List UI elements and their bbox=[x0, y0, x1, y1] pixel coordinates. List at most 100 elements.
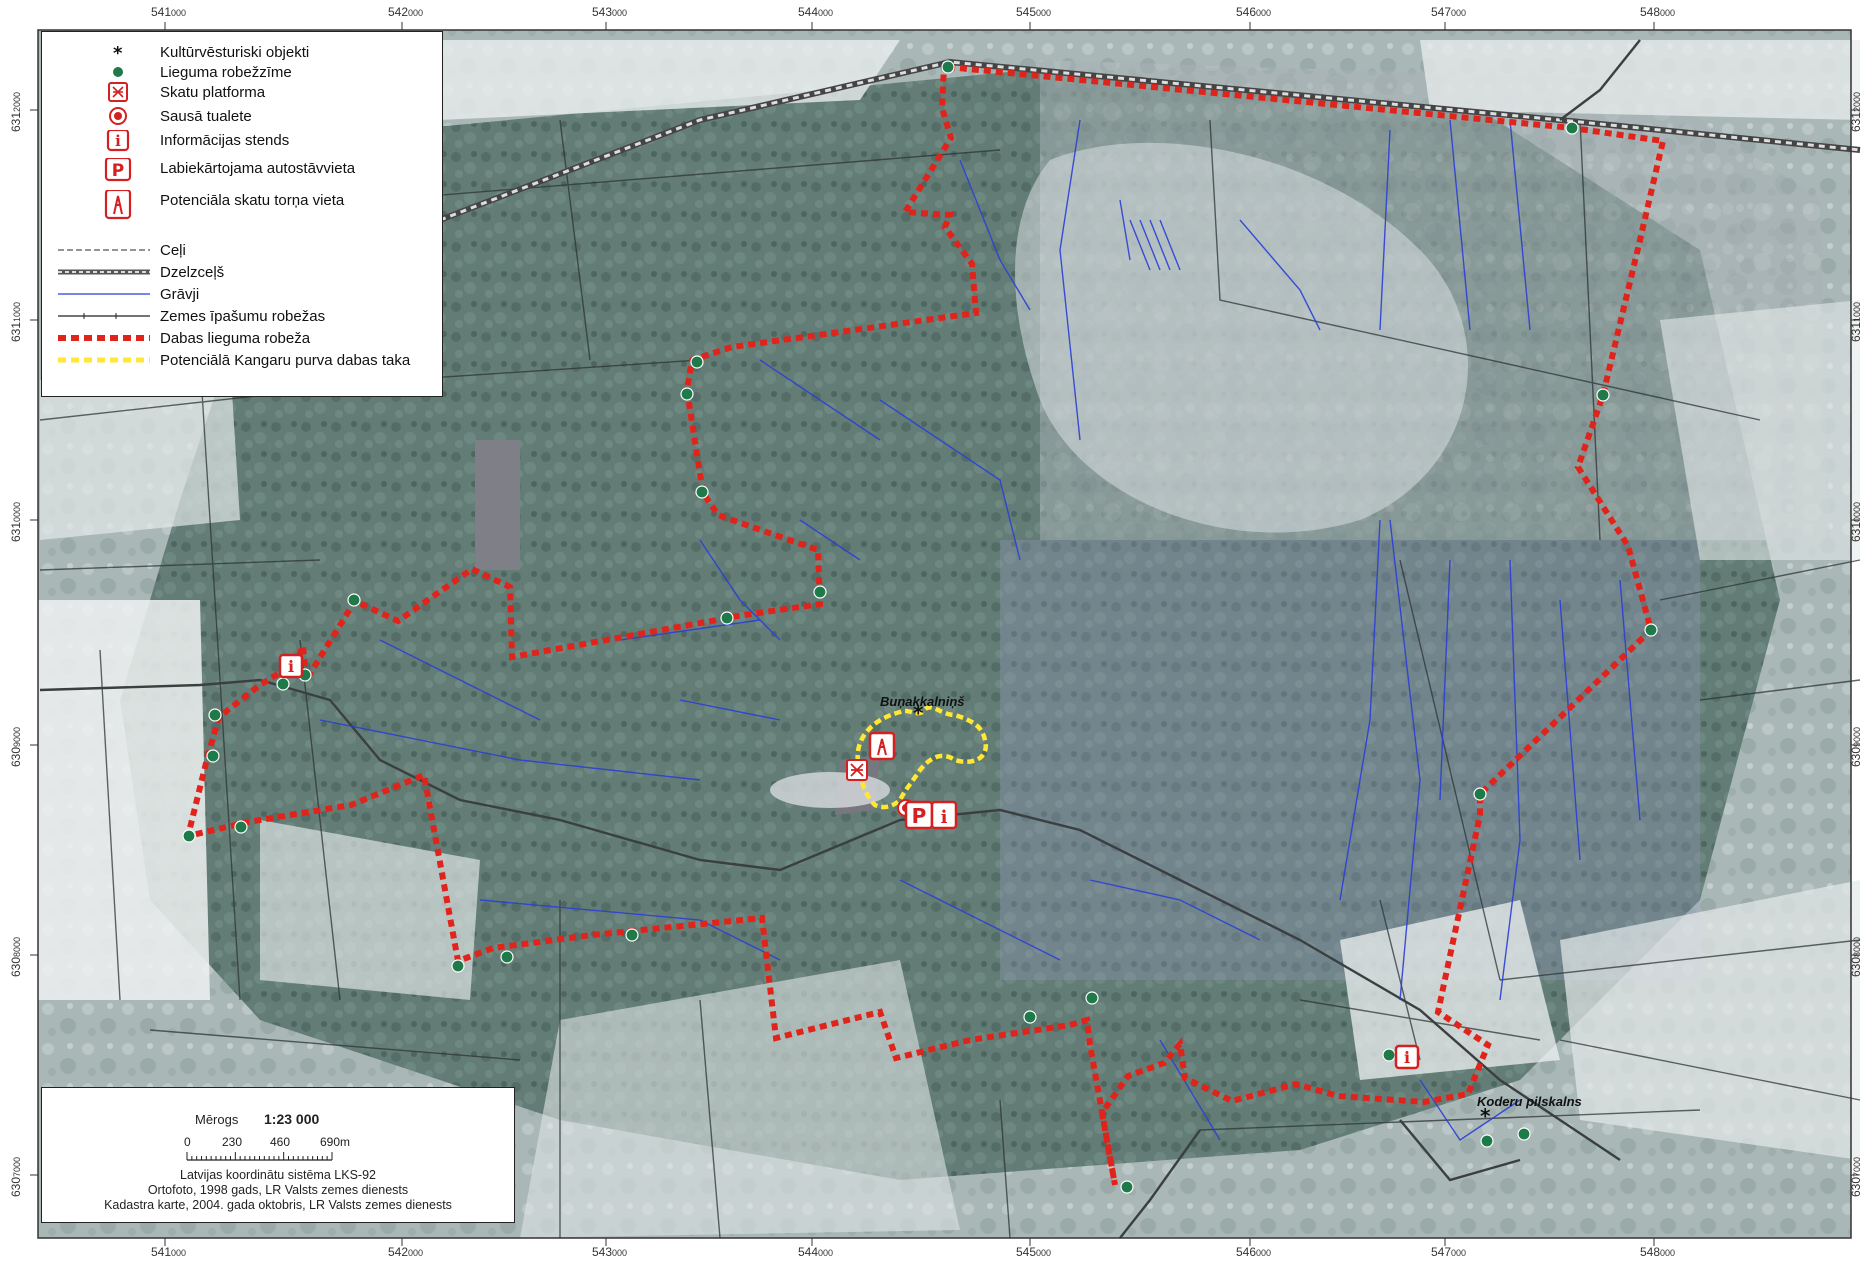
y-tick-label: 6311000 bbox=[1849, 302, 1863, 342]
y-tick-label: 6309000 bbox=[9, 727, 23, 767]
x-tick-label: 546000 bbox=[1236, 1245, 1271, 1259]
y-tick-label: 6308000 bbox=[1849, 937, 1863, 977]
x-tick-label: 545000 bbox=[1016, 5, 1051, 19]
credit-line: Ortofoto, 1998 gads, LR Valsts zemes die… bbox=[147, 1183, 409, 1197]
scale-tick-label: 0 bbox=[184, 1135, 191, 1149]
y-axis-right: 6312000 6311000 6310000 6309000 6308000 63070… bbox=[1849, 92, 1863, 1197]
legend-item-platform: Skatu platforma bbox=[42, 82, 442, 102]
parking-icon: P bbox=[54, 156, 154, 182]
place-label-bunakkalnins: Buņakkalniņš bbox=[880, 694, 965, 709]
x-tick-label: 542000 bbox=[388, 1245, 423, 1259]
ditch-line bbox=[54, 284, 154, 304]
legend-item-railway: Dzelzceļš bbox=[42, 262, 442, 282]
legend-label: Labiekārtojama autostāvvieta bbox=[160, 160, 356, 177]
info-icon[interactable]: i bbox=[1394, 1044, 1420, 1070]
scale-tick-label: 690m bbox=[320, 1135, 350, 1149]
legend-item-parcels: Zemes īpašumu robežas bbox=[42, 306, 442, 326]
info-icon[interactable]: i bbox=[930, 800, 958, 830]
y-tick-label: 6312000 bbox=[1849, 92, 1863, 132]
scale-box: Mērogs 1:23 000 0 230 460 690m Latvijas … bbox=[41, 1087, 515, 1223]
legend-item-ditches: Grāvji bbox=[42, 284, 442, 304]
reserve-boundary bbox=[183, 64, 1667, 1186]
x-tick-label: 545000 bbox=[1016, 1245, 1051, 1259]
y-tick-label: 6310000 bbox=[9, 502, 23, 542]
y-axis-left: 6312000 6311000 6310000 6309000 6308000 63070… bbox=[9, 92, 38, 1197]
legend-item-toilet: Sausā tualete bbox=[42, 106, 442, 126]
legend-item-info: i Informācijas stends bbox=[42, 128, 442, 152]
ditches bbox=[319, 119, 1641, 1141]
svg-text:*: * bbox=[1480, 1104, 1491, 1128]
legend-label: Informācijas stends bbox=[160, 132, 290, 149]
svg-text:P: P bbox=[912, 804, 927, 828]
viewing-platform-icon bbox=[54, 82, 154, 102]
svg-text:i: i bbox=[115, 132, 121, 150]
x-tick-label: 543000 bbox=[592, 1245, 627, 1259]
legend-item-parking: P Labiekārtojama autostāvvieta bbox=[42, 156, 442, 182]
parcel-lines bbox=[39, 119, 1861, 1239]
y-tick-label: 6311000 bbox=[9, 302, 23, 342]
legend-label: Grāvji bbox=[160, 286, 200, 303]
svg-text:*: * bbox=[913, 701, 924, 725]
y-tick-label: 6308000 bbox=[9, 937, 23, 977]
railway-line bbox=[54, 262, 154, 282]
x-tick-label: 548000 bbox=[1640, 5, 1675, 19]
parking-icon[interactable]: P bbox=[904, 800, 934, 830]
legend-label: Skatu platforma bbox=[160, 84, 266, 101]
viewing-platform-icon[interactable] bbox=[846, 759, 868, 781]
map-credits: Latvijas koordinātu sistēma LKS-92 Ortof… bbox=[42, 1168, 514, 1213]
scale-bar: 0 230 460 690m bbox=[184, 1135, 350, 1161]
svg-text:i: i bbox=[1404, 1048, 1410, 1067]
x-tick-label: 541000 bbox=[151, 5, 186, 19]
boundary-markers bbox=[182, 60, 1658, 1194]
green-dot-icon bbox=[54, 62, 154, 82]
svg-text:P: P bbox=[112, 161, 124, 181]
info-icon: i bbox=[54, 128, 154, 152]
asterisk-icon: * bbox=[54, 42, 154, 64]
y-tick-label: 6309000 bbox=[1849, 727, 1863, 767]
map-legend: * Kultūrvēsturiski objekti Lieguma robež… bbox=[41, 31, 443, 397]
legend-label: Zemes īpašumu robežas bbox=[160, 308, 326, 325]
scale-value: 1:23 000 bbox=[264, 1111, 320, 1127]
x-tick-label: 544000 bbox=[798, 1245, 833, 1259]
legend-label: Potenciālā Kangaru purva dabas taka bbox=[160, 352, 411, 369]
legend-item-marker: Lieguma robežzīme bbox=[42, 62, 442, 82]
legend-label: Sausā tualete bbox=[160, 108, 252, 125]
scale-tick-label: 460 bbox=[270, 1135, 290, 1149]
asterisk-icon: * bbox=[1480, 1104, 1491, 1128]
scale-label: Mērogs bbox=[195, 1112, 239, 1127]
y-tick-label: 6307000 bbox=[1849, 1157, 1863, 1197]
info-icon[interactable]: i bbox=[278, 653, 304, 679]
x-tick-label: 542000 bbox=[388, 5, 423, 19]
x-tick-label: 546000 bbox=[1236, 5, 1271, 19]
asterisk-icon: * bbox=[913, 701, 924, 725]
map-frame bbox=[37, 29, 1852, 1239]
toilet-icon bbox=[54, 106, 154, 126]
orthophoto-layer bbox=[38, 30, 1860, 1238]
scale-tick-label: 230 bbox=[222, 1135, 242, 1149]
x-tick-label: 547000 bbox=[1431, 5, 1466, 19]
credit-line: Latvijas koordinātu sistēma LKS-92 bbox=[180, 1168, 376, 1182]
y-tick-label: 6310000 bbox=[1849, 502, 1863, 542]
tower-icon bbox=[54, 188, 154, 220]
svg-text:i: i bbox=[941, 807, 948, 828]
legend-item-tower: Potenciāla skatu torņa vieta bbox=[42, 188, 442, 220]
nature-trail bbox=[855, 705, 988, 810]
legend-item-cultural: * Kultūrvēsturiski objekti bbox=[42, 42, 442, 64]
legend-label: Dabas lieguma robeža bbox=[160, 330, 311, 347]
legend-item-trail: Potenciālā Kangaru purva dabas taka bbox=[42, 350, 442, 370]
y-tick-label: 6307000 bbox=[9, 1157, 23, 1197]
road-line bbox=[54, 240, 154, 260]
roads bbox=[39, 39, 1641, 1239]
svg-text:i: i bbox=[288, 657, 294, 676]
svg-text:*: * bbox=[113, 43, 123, 62]
y-tick-label: 6312000 bbox=[9, 92, 23, 132]
trail-line bbox=[54, 350, 154, 370]
legend-label: Kultūrvēsturiski objekti bbox=[160, 44, 310, 61]
tower-icon[interactable] bbox=[868, 731, 896, 761]
boundary-line bbox=[54, 328, 154, 348]
x-tick-label: 543000 bbox=[592, 5, 627, 19]
parcel-line bbox=[54, 306, 154, 326]
x-tick-label: 548000 bbox=[1640, 1245, 1675, 1259]
